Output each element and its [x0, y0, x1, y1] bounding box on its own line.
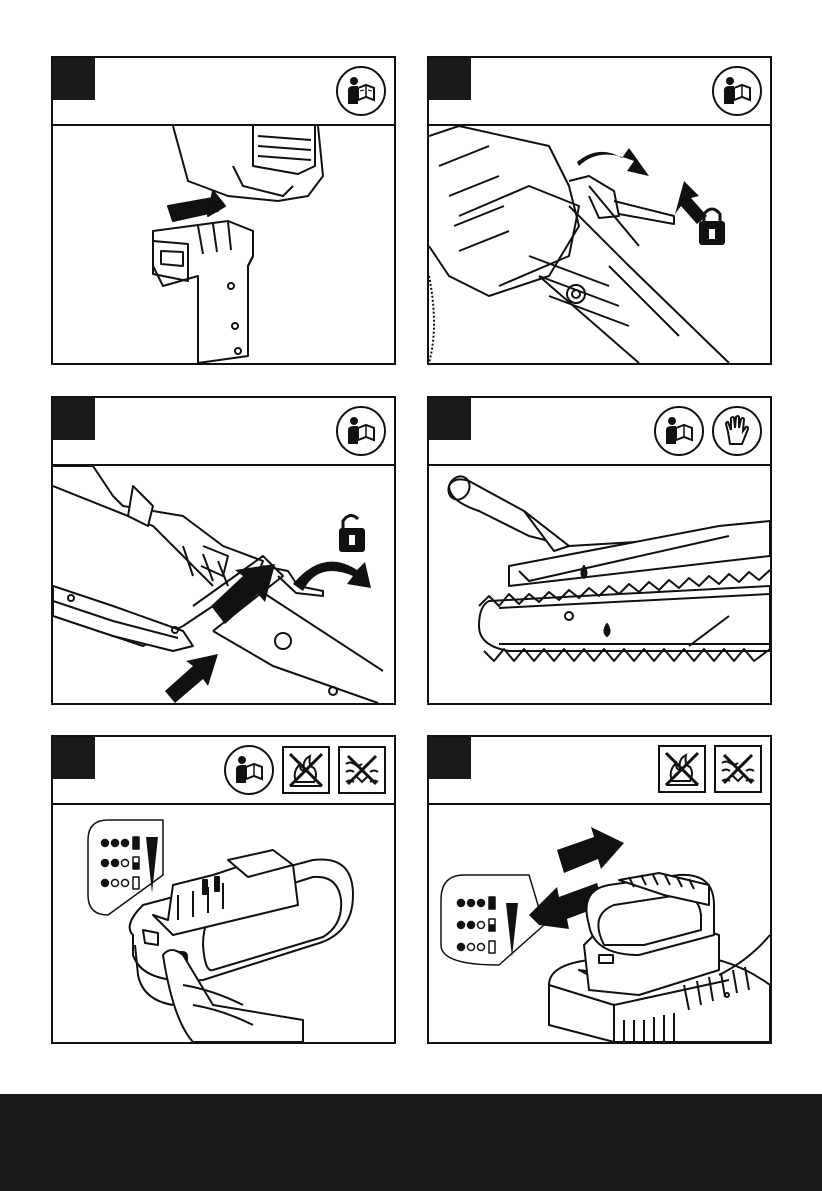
panel-header: [53, 737, 394, 805]
step-number-box: [429, 737, 471, 779]
illustration-bar-attach: [53, 466, 394, 703]
illustration-oil-chain: [429, 466, 770, 703]
illustration-battery-charge-indicator: [53, 805, 394, 1042]
panel-header: [429, 58, 770, 126]
read-manual-icon: [712, 66, 762, 116]
illustration-battery-on-charger: [429, 805, 770, 1042]
instruction-panel-2: [427, 56, 772, 365]
no-water-icon: [338, 746, 386, 794]
instruction-panel-4: [427, 396, 772, 705]
wear-gloves-icon: [712, 406, 762, 456]
no-fire-icon: [282, 746, 330, 794]
read-manual-icon: [336, 66, 386, 116]
panel-header: [53, 398, 394, 466]
panel-header: [429, 737, 770, 805]
step-number-box: [429, 398, 471, 440]
no-fire-icon: [658, 745, 706, 793]
instruction-panel-3: [51, 396, 396, 705]
instruction-panel-5: [51, 735, 396, 1044]
step-number-box: [53, 398, 95, 440]
page-footer-bar: [0, 1094, 822, 1191]
instruction-panel-6: [427, 735, 772, 1044]
illustration-battery-insert: [53, 126, 394, 363]
instruction-panel-1: [51, 56, 396, 365]
read-manual-icon: [336, 406, 386, 456]
panel-header: [53, 58, 394, 126]
step-number-box: [53, 737, 95, 779]
step-number-box: [429, 58, 471, 100]
illustration-lever-lock: [429, 126, 770, 363]
read-manual-icon: [224, 745, 274, 795]
no-water-icon: [714, 745, 762, 793]
step-number-box: [53, 58, 95, 100]
panel-header: [429, 398, 770, 466]
read-manual-icon: [654, 406, 704, 456]
